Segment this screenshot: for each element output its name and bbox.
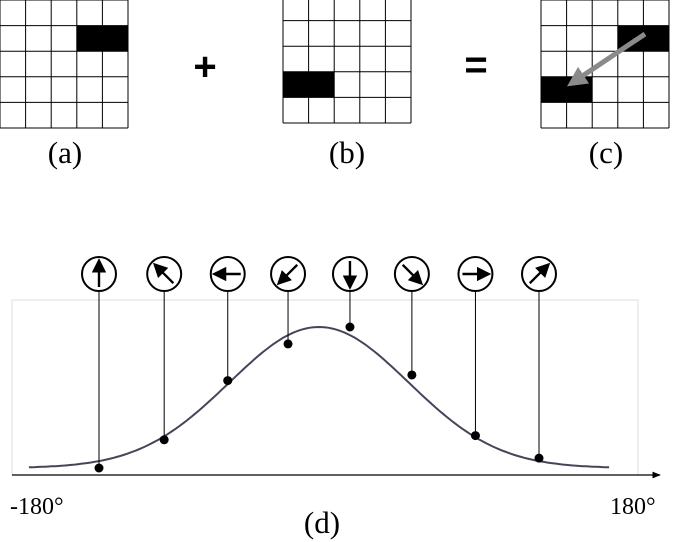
filled-cell (308, 71, 335, 98)
grid-a (0, 0, 129, 129)
data-point (534, 453, 544, 463)
x-max-label: 180° (610, 494, 656, 520)
direction-arrow-icon (457, 256, 494, 292)
equals-operator: = (464, 43, 487, 87)
filled-cell (643, 25, 669, 52)
label-d: (d) (304, 505, 340, 540)
filled-cell (102, 25, 128, 52)
direction-arrow-icon (393, 256, 430, 292)
direction-arrow-icon (146, 256, 183, 292)
label-b: (b) (329, 135, 365, 170)
data-point (283, 339, 293, 349)
tuning-curve (28, 325, 610, 469)
data-point (345, 322, 355, 332)
label-c: (c) (589, 135, 623, 170)
data-point (407, 370, 417, 380)
filled-cell (283, 71, 309, 98)
data-points (81, 256, 557, 473)
plus-operator: + (193, 45, 216, 89)
data-point (159, 435, 169, 445)
filled-cell (541, 76, 567, 103)
data-point (470, 431, 480, 441)
direction-arrow-icon (270, 256, 307, 292)
direction-arrow (567, 31, 647, 87)
data-point (94, 463, 104, 473)
grid-b (282, 0, 412, 124)
grid-c (540, 0, 670, 129)
direction-arrow-icon (81, 256, 117, 292)
data-point (223, 376, 233, 386)
direction-arrow-icon (521, 256, 557, 292)
x-min-label: -180° (10, 494, 64, 520)
direction-arrow-icon (209, 256, 246, 292)
direction-arrow-icon (331, 256, 368, 292)
filled-cell (76, 25, 103, 52)
plot-frame (11, 299, 639, 476)
label-a: (a) (48, 135, 82, 170)
